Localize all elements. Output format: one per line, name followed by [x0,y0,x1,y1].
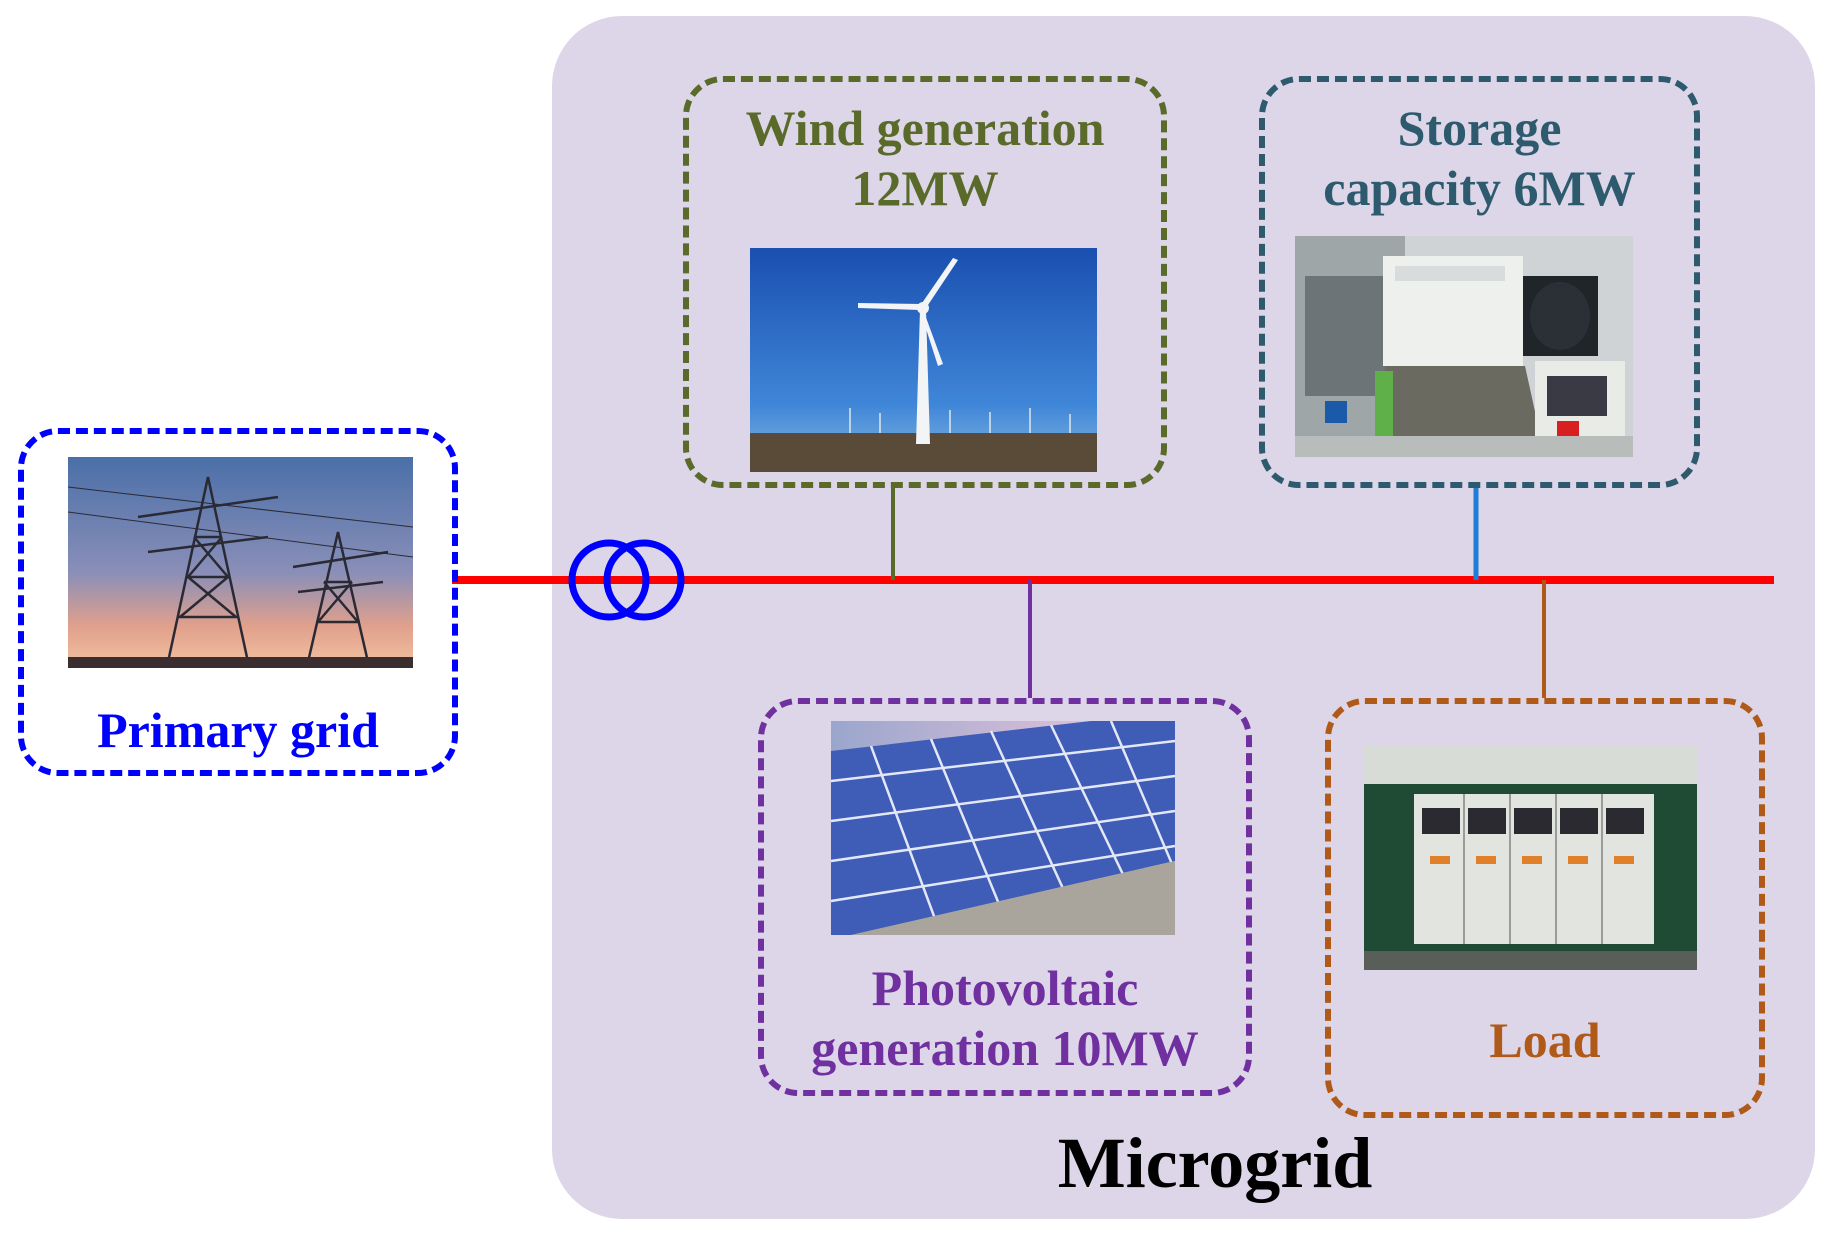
storage-box [1259,76,1700,488]
transmission-tower-photo [68,457,413,668]
transformer-icon [568,539,685,621]
storage-label-line2: capacity 6MW [1323,160,1636,216]
photovoltaic-box [758,698,1252,1096]
primary-grid-label: Primary grid [97,702,379,758]
storage-label: Storage capacity 6MW [1259,98,1700,218]
load-box [1325,698,1765,1118]
pv-label-line2: generation 10MW [811,1020,1199,1076]
primary-grid-box [18,428,458,776]
load-label: Load [1489,1012,1601,1068]
switchgear-cabinet-photo [1364,746,1697,970]
storage-label-line1: Storage [1397,100,1562,156]
wind-generation-label: Wind generation 12MW [683,98,1167,218]
wind-turbine-photo [750,248,1097,472]
photovoltaic-label: Photovoltaic generation 10MW [758,958,1252,1078]
wind-label-line2: 12MW [851,160,999,216]
microgrid-label: Microgrid [1057,1123,1373,1203]
wind-generation-box [683,76,1167,488]
wind-label-line1: Wind generation [745,100,1105,156]
energy-storage-photo [1295,236,1633,457]
pv-label-line1: Photovoltaic [871,960,1139,1016]
solar-panel-photo [831,721,1175,935]
